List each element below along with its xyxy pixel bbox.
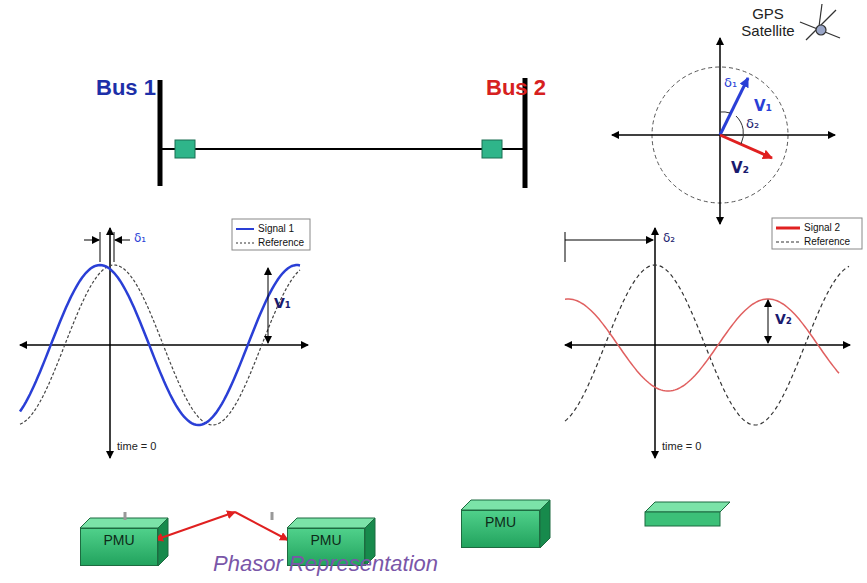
signal-2-plot [565,218,862,458]
angle-label: δ₁ [134,232,146,245]
signal-1-plot [20,219,310,458]
legend-text: Signal 2 [804,222,840,233]
pmu-label: PMU [103,532,134,548]
time-label: time = 0 [660,440,703,452]
time-label: time = 0 [115,440,158,452]
bus-label: Bus 2 [486,76,546,100]
bus-label: Bus 1 [96,76,156,100]
amplitude-label: V₂ [775,312,792,327]
satellite-icon [800,4,840,40]
angle-label: δ₂ [746,117,759,131]
caption: Phasor Representation [213,552,438,576]
satellite-label: GPS Satellite [735,6,801,39]
pmu-label: PMU [310,532,341,548]
angle-label: δ₁ [724,76,737,90]
angle-label: δ₂ [663,232,675,245]
legend-text: Signal 1 [258,223,294,234]
phasor-label: V₁ [754,98,772,115]
phasor-diagram [612,38,835,224]
pmu-box: PMU [461,510,540,548]
legend-text: Reference [804,236,850,247]
pmu-box: PMU [80,528,158,566]
one-line-diagram [160,78,525,188]
legend-text: Reference [258,237,304,248]
amplitude-label: V₁ [274,296,291,311]
phasor-label: V₂ [731,160,749,177]
pmu-label: PMU [485,514,516,530]
